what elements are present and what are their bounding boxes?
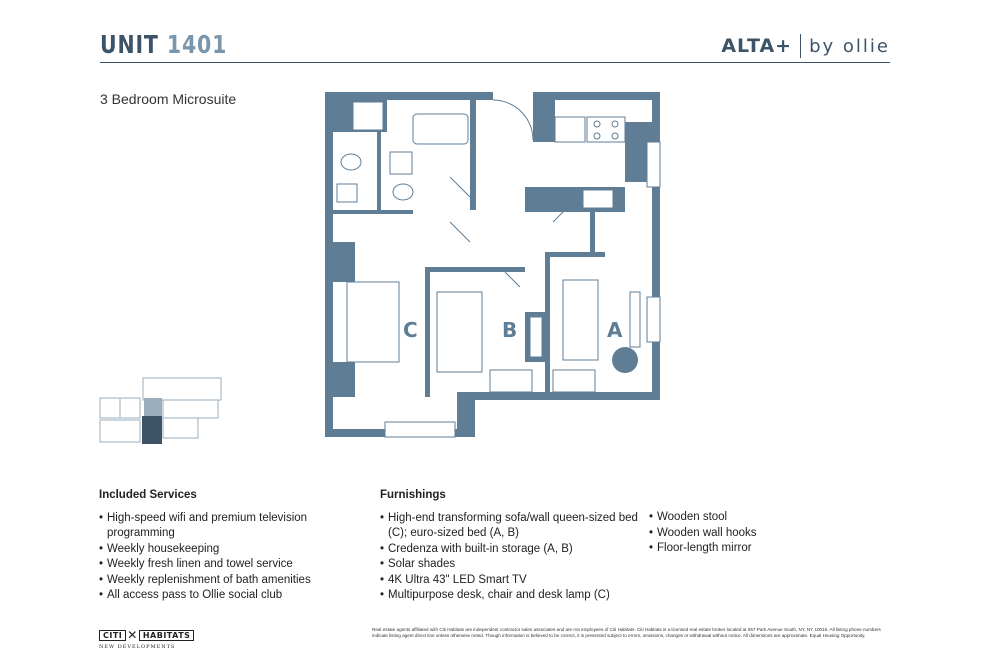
header-rule: [100, 62, 890, 63]
burner: [593, 120, 601, 128]
included-services-heading: Included Services: [99, 489, 197, 501]
key-plan-unit-highlight: [142, 416, 162, 444]
bed-b: [436, 291, 483, 373]
service-item: All access pass to Ollie social club: [99, 588, 329, 604]
wall-bedroom-b-a: [545, 252, 550, 397]
service-item: Weekly housekeeping: [99, 542, 329, 558]
stool-a: [612, 347, 638, 373]
bath-inner-wall: [377, 122, 381, 212]
closet-c: [333, 242, 355, 282]
kitchen-sink: [582, 189, 614, 209]
window-east-bottom: [646, 296, 661, 343]
credenza-b: [529, 316, 543, 358]
fridge: [554, 116, 586, 143]
brand-name: ALTA+: [721, 35, 793, 57]
wall-south-notch: [457, 392, 475, 437]
furnishing-item: Wooden wall hooks: [649, 526, 799, 542]
burner: [611, 132, 619, 140]
legal-disclaimer: Real estate agents affiliated with Citi …: [372, 627, 881, 638]
wall-north-right: [533, 92, 660, 100]
burner: [611, 120, 619, 128]
furnishings-heading: Furnishings: [380, 489, 446, 501]
furnishing-item: Multipurpose desk, chair and desk lamp (…: [380, 588, 645, 604]
bed-a: [562, 279, 599, 361]
key-plan: [99, 377, 222, 444]
brand-divider: [800, 34, 802, 58]
furnishing-item: Floor-length mirror: [649, 541, 799, 557]
wall-east: [652, 92, 660, 397]
wall-south-right: [475, 392, 660, 400]
room-label-a: A: [607, 318, 623, 342]
wall-bedroom-b-top: [425, 267, 525, 272]
interior-doors: [449, 176, 574, 288]
shower: [352, 101, 384, 131]
furnishings: Furnishings High-end transforming sofa/w…: [380, 488, 645, 604]
service-item: High-speed wifi and premium television p…: [99, 511, 329, 542]
wall-bedroom-a-top: [545, 252, 605, 257]
wall-bedroom-c-b: [425, 267, 430, 397]
bath-wall: [470, 100, 476, 210]
logo-right: HABITATS: [138, 629, 195, 641]
furnishing-item: High-end transforming sofa/wall queen-si…: [380, 511, 645, 542]
credenza-a: [629, 291, 641, 348]
furnishings-extra: Wooden stool Wooden wall hooks Floor-len…: [649, 510, 799, 557]
window-south-a: [552, 369, 596, 393]
window-south-b: [489, 369, 533, 393]
room-label-c: C: [403, 318, 418, 342]
logo-left: CITI: [99, 629, 127, 641]
bathtub: [412, 113, 469, 145]
sink-1: [389, 151, 413, 175]
wall-kitchen: [590, 212, 595, 257]
toilet-2: [392, 183, 414, 201]
furnishing-item: Solar shades: [380, 557, 645, 573]
kitchen-wall: [533, 92, 555, 142]
window-east-top: [646, 141, 661, 188]
bath-divider: [333, 210, 413, 214]
wall-north-left: [325, 92, 493, 100]
room-label-b: B: [502, 318, 517, 342]
unit-label: UNIT: [100, 30, 159, 59]
stove: [586, 116, 626, 143]
sink-2: [336, 183, 358, 203]
toilet-1: [340, 153, 362, 171]
furnishing-item: Credenza with built-in storage (A, B): [380, 542, 645, 558]
wall-west: [325, 92, 333, 437]
logo-sub: NEW DEVELOPMENTS: [99, 644, 176, 650]
floor-plan: C B A: [325, 92, 661, 438]
logo-x-icon: ✕: [127, 628, 138, 642]
bed-c: [346, 281, 400, 363]
unit-number: 1401: [166, 30, 228, 59]
window-south-c: [384, 421, 456, 438]
service-item: Weekly replenishment of bath amenities: [99, 573, 329, 589]
furnishing-item: 4K Ultra 43" LED Smart TV: [380, 573, 645, 589]
entry-door: [492, 99, 534, 141]
furnishing-item: Wooden stool: [649, 510, 799, 526]
citi-habitats-logo: CITI✕HABITATS NEW DEVELOPMENTS: [99, 628, 195, 650]
service-item: Weekly fresh linen and towel service: [99, 557, 329, 573]
brand-logo: ALTA+ by ollie: [721, 34, 890, 58]
included-services: Included Services High-speed wifi and pr…: [99, 488, 329, 604]
closet-c-lower: [333, 362, 355, 397]
unit-type: 3 Bedroom Microsuite: [100, 91, 237, 107]
brand-suffix: by ollie: [809, 35, 890, 57]
burner: [593, 132, 601, 140]
